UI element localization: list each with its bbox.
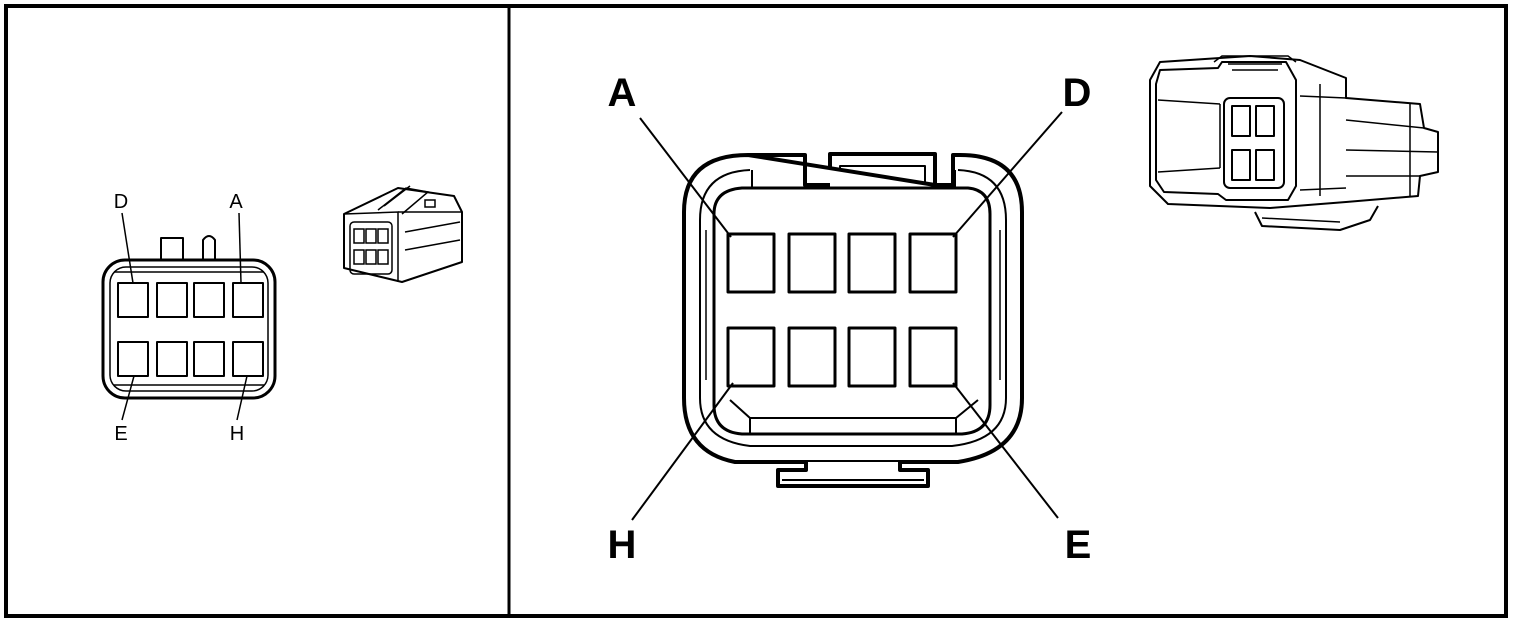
left-connector-isometric (343, 185, 463, 283)
cavity-a-left (232, 282, 264, 318)
cavity-h-right (726, 326, 776, 388)
cavity-h-left (232, 341, 264, 377)
right-label-h: H (608, 523, 637, 567)
cavity-e-right (908, 326, 958, 388)
diagram-frame (4, 4, 1508, 618)
cavity-a-right (726, 232, 776, 294)
right-connector-isometric (1149, 55, 1439, 231)
left-label-a: A (229, 191, 243, 213)
left-connector-face (101, 212, 277, 421)
right-connector-face (631, 111, 1063, 521)
right-label-e: E (1065, 523, 1092, 567)
cavity-e-left (117, 341, 149, 377)
left-label-d: D (114, 191, 128, 213)
iso-cavity (1231, 105, 1251, 137)
left-label-h: H (230, 423, 244, 445)
right-label-a: A (608, 71, 637, 115)
right-label-d: D (1063, 71, 1092, 115)
right-panel: A D H E (608, 55, 1439, 567)
left-label-e: E (114, 423, 127, 445)
cavity-d-right (908, 232, 958, 294)
left-panel: D A E H (101, 185, 463, 445)
